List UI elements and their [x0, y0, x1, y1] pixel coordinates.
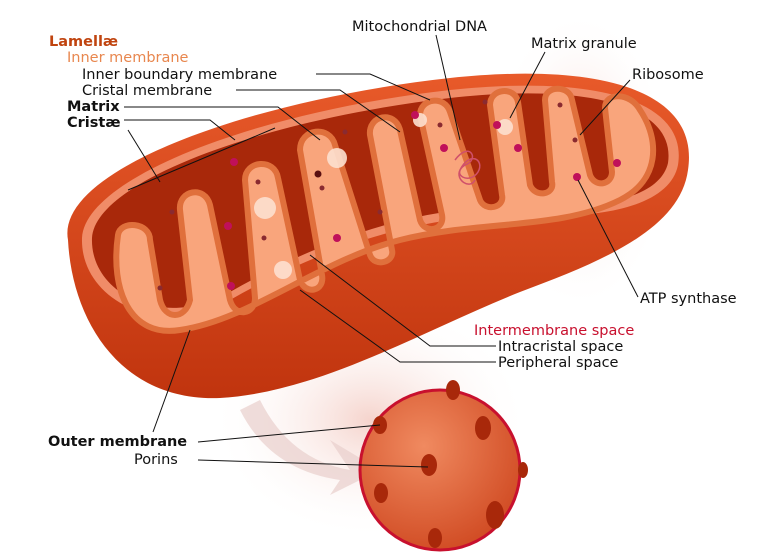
leader-lines — [124, 34, 639, 468]
label-ribosome: Ribosome — [632, 67, 704, 83]
mitochondrial-dna-strand — [454, 150, 481, 185]
ribosomes — [157, 99, 578, 291]
label-inner-membrane: Inner membrane — [67, 50, 189, 66]
label-peripheral-space: Peripheral space — [498, 355, 619, 371]
label-cristae: Cristæ — [67, 115, 121, 131]
label-intermembrane-space: Intermembrane space — [474, 323, 634, 339]
label-matrix-granule: Matrix granule — [531, 36, 637, 52]
label-atp-synthase: ATP synthase — [640, 291, 737, 307]
label-outer-membrane: Outer membrane — [48, 434, 187, 450]
label-mitochondrial-dna: Mitochondrial DNA — [352, 19, 487, 35]
atp-synthases — [224, 111, 621, 290]
label-matrix: Matrix — [67, 99, 120, 115]
zoom-arrow — [240, 400, 380, 495]
label-porins: Porins — [134, 452, 178, 468]
label-intracristal-space: Intracristal space — [498, 339, 623, 355]
label-inner-boundary-membrane: Inner boundary membrane — [82, 67, 277, 83]
label-cristal-membrane: Cristal membrane — [82, 83, 212, 99]
label-lamellae: Lamellæ — [49, 34, 118, 50]
